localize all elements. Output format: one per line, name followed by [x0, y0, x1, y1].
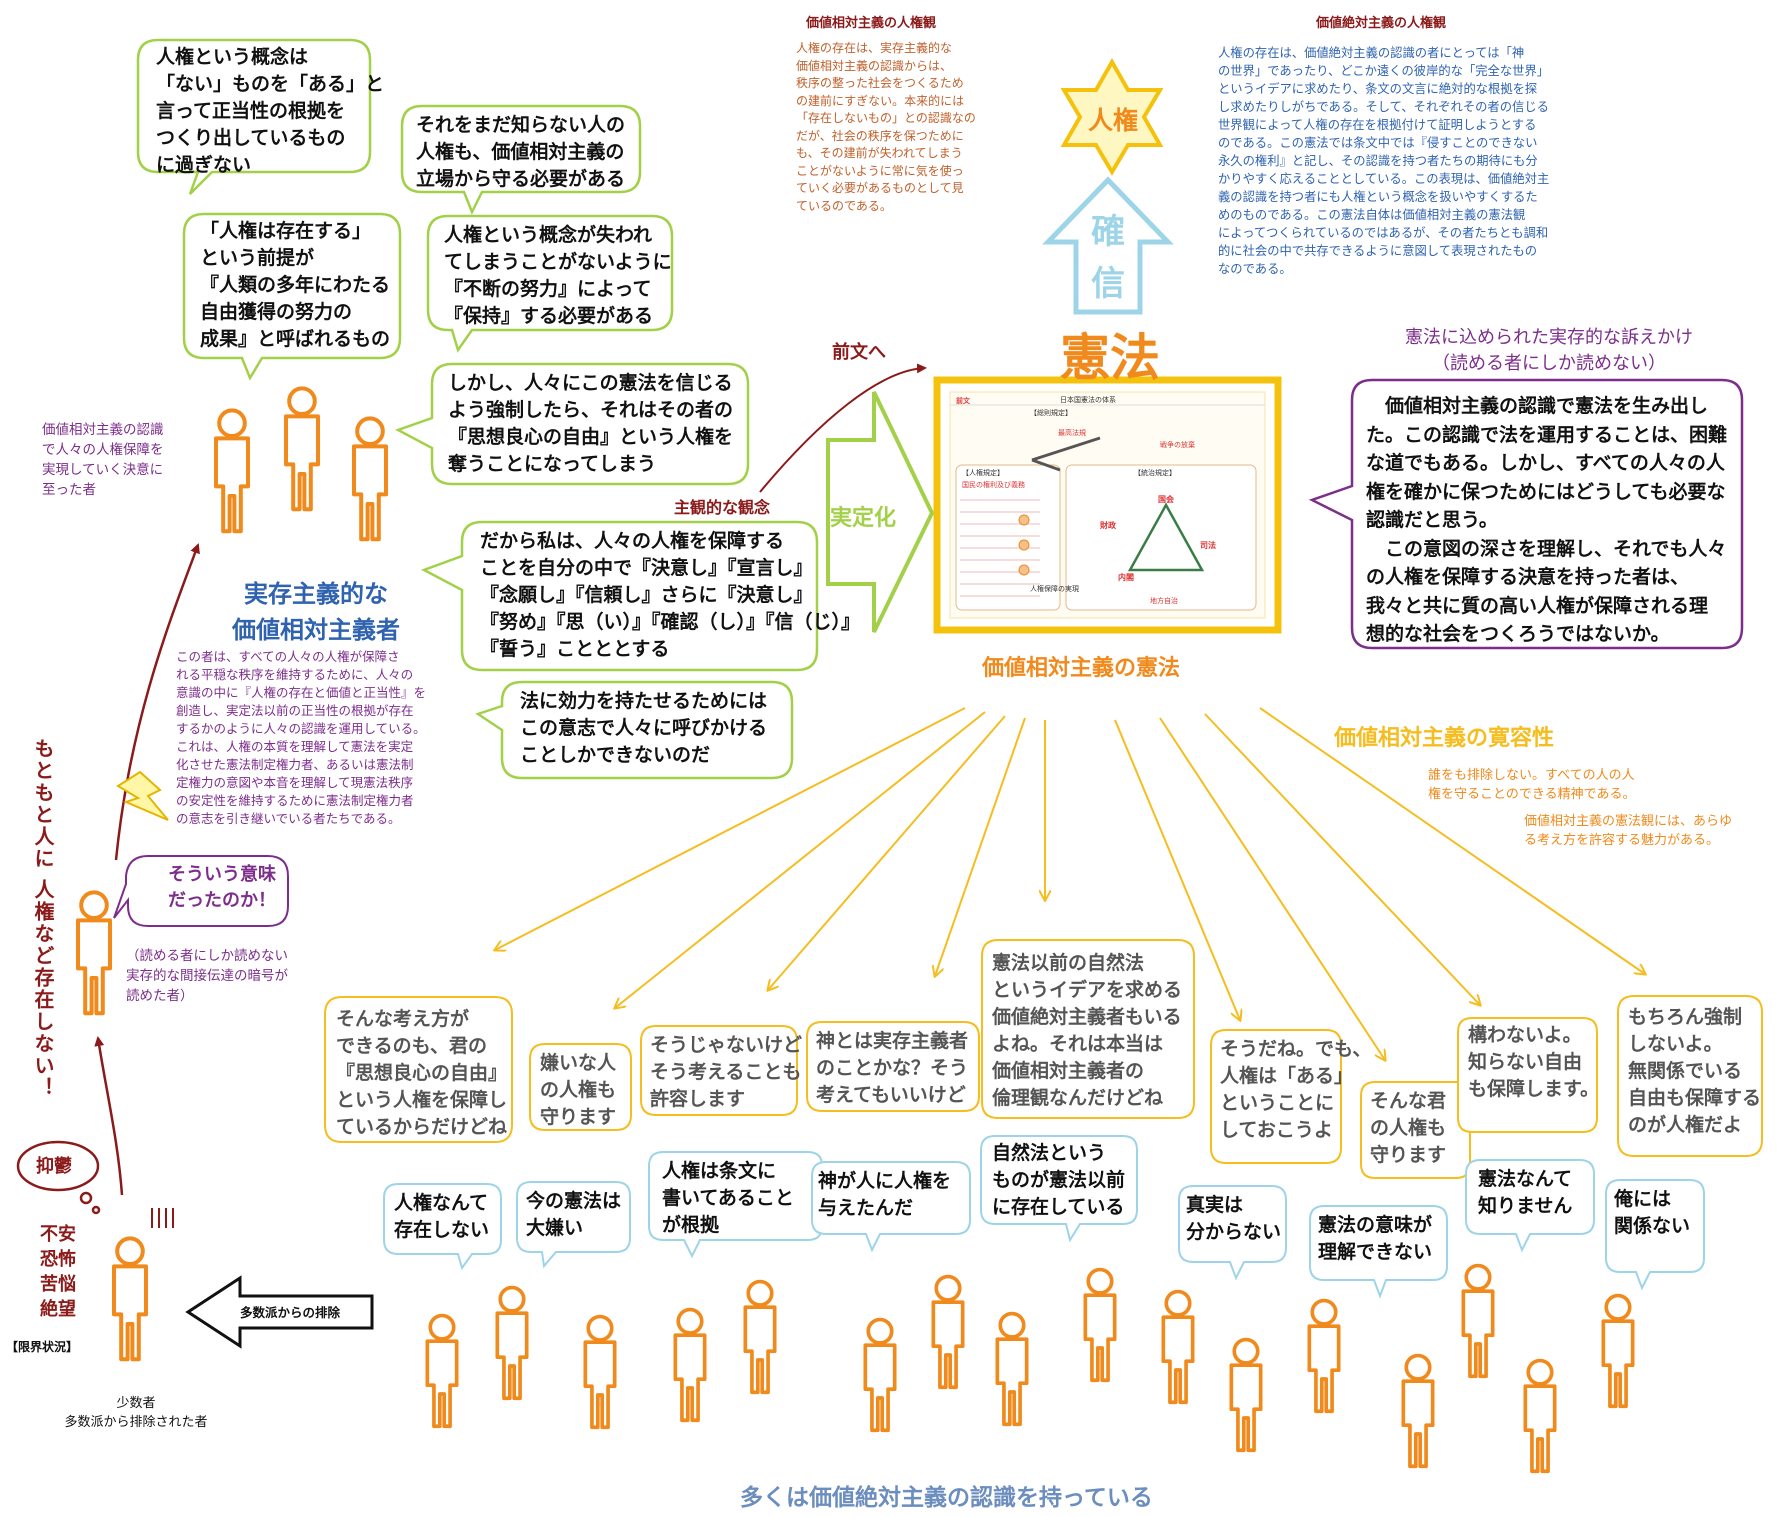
crowd-bubble: 人権なんて 存在しない [394, 1192, 490, 1241]
crowd-bubble: 俺には 関係ない [1614, 1188, 1691, 1237]
mini-doc-label: 前文 [956, 397, 970, 405]
exclusion-arrow [185, 1275, 374, 1349]
crowd-bubble: 憲法の意味が 理解できない [1318, 1214, 1433, 1263]
mini-doc-label: 財政 [1100, 521, 1116, 530]
relativist-desc: この者は、すべての人々の人権が保障さ れる平穏な秩序を維持するために、人々の 意… [176, 649, 427, 826]
mini-doc-label: 国民の権利及び義務 [962, 481, 1025, 489]
absolute-view-text: 人権の存在は、価値絶対主義の認識の者にとっては「神 の世界」であったり、どこか遠… [1218, 46, 1550, 276]
crowd-bubble: 今の憲法は 大嫌い [526, 1190, 622, 1239]
mini-doc-label: 国会 [1158, 495, 1174, 504]
star-label: 人権 [1087, 106, 1138, 135]
reply-bubble: 構わないよ。 知らない自由 も保障します。 [1468, 1024, 1600, 1100]
appeal-title: 憲法に込められた実存的な訴えかけ （読める者にしか読めない） [1405, 327, 1693, 374]
reply-bubble: そうだね。でも、 人権は「ある」 ということに しておこうよ [1220, 1038, 1372, 1141]
bubble-will: 法に効力を持たせるためには この意志で人々に呼びかける ことしかできないのだ [520, 690, 768, 766]
reply-bubble: そんな考え方が できるのも、君の 『思想良心の自由』 という人権を保障し ている… [336, 1008, 508, 1138]
minority-caption: 少数者 多数派から排除された者 [64, 1396, 208, 1430]
mini-doc-label: 【人権規定】 [962, 469, 1004, 477]
relative-view-text: 人権の存在は、実存主義的な 価値相対主義の認識からは、 秩序の整った社会をつくる… [796, 41, 976, 213]
right-arrow [826, 391, 935, 633]
vertical-text: もともと人に 人権など存在しない！ [31, 738, 55, 1099]
shukan-label: 主観的な観念 [674, 498, 771, 517]
mini-doc-label: 【総則規定】 [1030, 409, 1072, 417]
mini-doc-label: 地方自治 [1150, 597, 1178, 605]
kakushin-label: 確 信 [1091, 212, 1125, 304]
exclusion-label: 多数派からの排除 [240, 1305, 341, 1320]
constitution-caption: 価値相対主義の憲法 [982, 656, 1181, 681]
bubble-meaning: そういう意味 だったのか！ [168, 864, 276, 911]
reply-bubble: もちろん強制 しないよ。 無関係でいる 自由も保障する のが人権だよ [1628, 1006, 1762, 1136]
crowd-bubble: 人権は条文に 書いてあること が根拠 [662, 1160, 794, 1236]
crowd-bubble: 真実は 分からない [1186, 1194, 1282, 1243]
emotions-list: 不安 恐怖 苦悩 絶望 [40, 1224, 76, 1320]
reply-bubble: 嫌いな人 の人権も 守ります [540, 1052, 617, 1128]
relativist-title: 実存主義的な 価値相対主義者 [232, 580, 400, 644]
bubble-effort: 人権という概念が失われ てしまうことがないように 『不断の努力』によって 『保持… [444, 224, 672, 327]
crowd-bubble: 神が人に人権を 与えたんだ [818, 1170, 952, 1219]
tolerance-text1: 誰をも排除しない。すべての人の人 権を守ることのできる精神である。 [1428, 768, 1636, 802]
star-icon [1060, 57, 1164, 176]
tolerance-title: 価値相対主義の寛容性 [1334, 726, 1555, 751]
kenpo-title: 憲法 [1060, 329, 1160, 387]
crowd-bubble: 自然法という ものが憲法以前 に存在している [992, 1142, 1126, 1218]
mini-doc-label: 内閣 [1118, 573, 1134, 582]
mini-doc-label: 司法 [1200, 541, 1216, 550]
relativist-group [214, 386, 388, 542]
jitsuteika-label: 実定化 [830, 506, 897, 531]
mini-doc-label: 戦争の放棄 [1160, 441, 1195, 449]
bubble-resolve: だから私は、人々の人権を保障する ことを自分の中で『決意し』『宣言し』 『念願し… [480, 530, 861, 660]
crowd-bubble: 憲法なんて 知りません [1478, 1168, 1573, 1217]
reply-bubble: そんな君 の人権も 守ります [1370, 1090, 1447, 1166]
awakened-person [78, 892, 110, 1013]
appeal-text: 価値相対主義の認識で憲法を生み出し た。この認識で法を運用することは、困難 な道… [1366, 395, 1728, 645]
zenbun-label: 前文へ [832, 342, 886, 363]
reply-bubble: 憲法以前の自然法 というイデアを求める 価値絶対主義者もいる よね。それは本当は… [992, 952, 1183, 1109]
bubble-concept: 人権という概念は 「ない」ものを「ある」と 言って正当性の根拠を つくり出してい… [156, 46, 385, 176]
mini-doc-label: 【統治規定】 [1134, 469, 1176, 477]
absolute-view-title: 価値絶対主義の人権観 [1316, 16, 1447, 31]
minority-person [114, 1238, 146, 1359]
bottom-caption: 多くは価値絶対主義の認識を持っている [740, 1485, 1153, 1511]
bubble-protect: それをまだ知らない人の 人権も、価値相対主義の 立場から守る必要がある [416, 114, 626, 190]
mini-doc-label: 人権保障の実現 [1030, 585, 1079, 593]
meaning-note: （読める者にしか読めない 実存的な間接伝達の暗号が 読めた者） [126, 948, 288, 1004]
reply-bubble: そうじゃないけど そう考えることも 許容します [650, 1034, 803, 1110]
tolerance-text2: 価値相対主義の憲法観には、あらゆ る考え方を許容する魅力がある。 [1524, 814, 1733, 848]
yokuutsu-label: 抑鬱 [36, 1156, 72, 1177]
crowd [427, 1266, 1632, 1472]
bubble-force: しかし、人々にこの憲法を信じる よう強制したら、それはその者の 『思想良心の自由… [448, 372, 734, 475]
up-arrow [1042, 176, 1174, 315]
decision-note: 価値相対主義の認識 で人々の人権保障を 実現していく決意に 至った者 [42, 422, 164, 498]
mini-doc-label: 最高法規 [1058, 429, 1086, 437]
limit-state: 【限界状況】 [6, 1340, 79, 1354]
relative-view-title: 価値相対主義の人権観 [806, 16, 937, 31]
mini-doc-title: 日本国憲法の体系 [1060, 396, 1116, 404]
lightning-icon [116, 770, 169, 821]
reply-bubble: 神とは実存主義者 のことかな？そう 考えてもいいけど [816, 1030, 969, 1106]
bubble-premise: 「人権は存在する」 という前提が 『人類の多年にわたる 自由獲得の努力の 成果』… [200, 220, 391, 350]
